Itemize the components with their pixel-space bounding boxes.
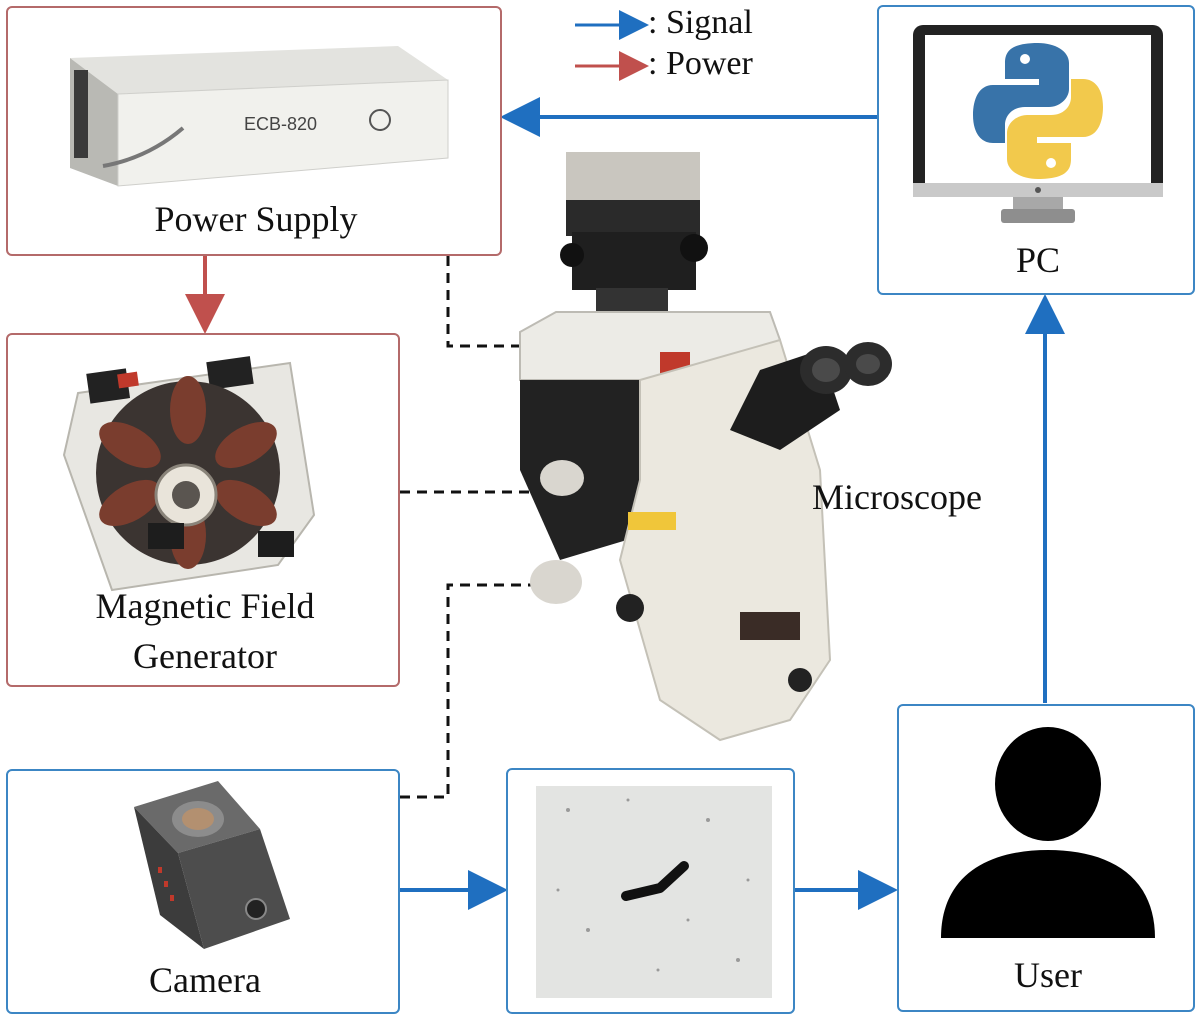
pc-box: PC: [877, 5, 1195, 295]
camera-box: Camera: [6, 769, 400, 1014]
user-box: User: [897, 704, 1195, 1012]
user-label: User: [1014, 955, 1082, 995]
power-supply-device-text: ECB-820: [244, 114, 317, 134]
power-supply-device-icon: ECB-820: [70, 46, 449, 187]
dashed-connector-power-supply: [446, 256, 548, 348]
magnetic-field-generator-icon: [62, 356, 316, 592]
magnetic-field-generator-label-line2: Generator: [133, 636, 277, 676]
monitor-icon: [913, 25, 1163, 223]
power-supply-box: ECB-820 Power Supply: [6, 6, 502, 256]
power-supply-label: Power Supply: [154, 199, 358, 239]
microrobot-image-icon: [536, 786, 772, 998]
legend-power-label: : Power: [648, 45, 753, 82]
captured-image-box: [506, 768, 795, 1014]
dashed-connector-camera: [400, 583, 562, 799]
camera-label: Camera: [149, 960, 261, 1000]
pc-label: PC: [1015, 240, 1061, 280]
python-logo-icon: [973, 43, 1103, 179]
legend-signal-label: : Signal: [648, 4, 753, 41]
magnetic-field-generator-label-line1: Magnetic Field: [95, 586, 315, 626]
camera-icon: [134, 781, 290, 949]
microscope-label: Microscope: [812, 477, 982, 517]
user-icon: [941, 727, 1155, 938]
magnetic-field-generator-box: Magnetic Field Generator: [6, 333, 400, 687]
